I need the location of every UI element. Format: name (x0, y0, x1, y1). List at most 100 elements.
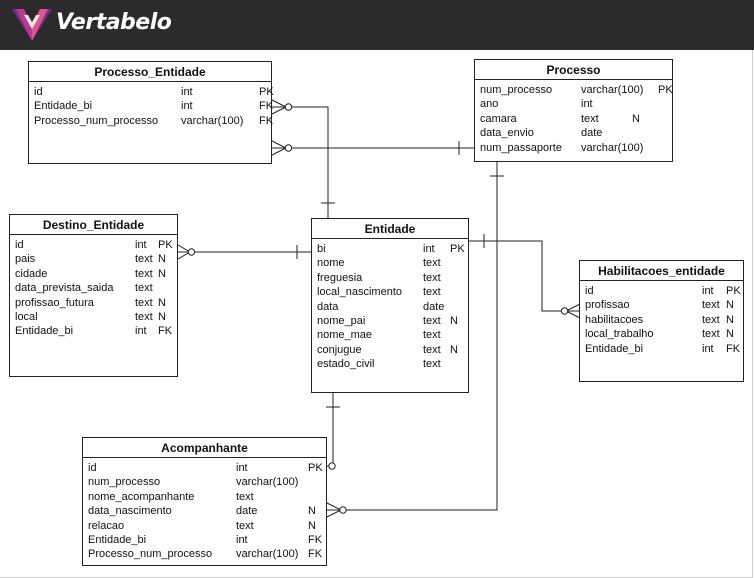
column-key: PK (450, 243, 465, 255)
column-key: FK (308, 548, 323, 561)
column-name: profissao_futura (15, 296, 94, 309)
column-key: FK (726, 342, 741, 355)
column-type: text (702, 299, 720, 312)
link-acompanhante-entidade (327, 393, 334, 467)
link-habilitacoes-entidade (469, 240, 580, 312)
column-name: data_envio (480, 127, 534, 140)
link-processo-entidade-entidade (272, 106, 329, 218)
column-type: date (581, 127, 603, 140)
column-type: varchar(100) (236, 476, 299, 489)
column-name: id (15, 239, 24, 251)
column-nullable: N (726, 328, 734, 341)
column-name: num_processo (88, 476, 161, 489)
column-type: int (236, 533, 248, 546)
column-type: text (135, 310, 153, 323)
column-key: PK (259, 86, 274, 98)
column-name: conjugue (317, 343, 362, 356)
column-name: num_processo (480, 84, 553, 96)
column-key: PK (726, 285, 741, 297)
column-name: local_trabalho (585, 328, 654, 341)
column-key: FK (158, 325, 173, 338)
column-name: id (88, 462, 97, 474)
column-nullable: N (450, 343, 458, 356)
column-type: text (423, 329, 441, 342)
column-type: text (423, 314, 441, 327)
column-name: nome_mae (317, 329, 373, 342)
column-name: Processo_num_processo (88, 548, 213, 561)
table-title: Acompanhante (83, 438, 326, 458)
table-title: Processo (475, 60, 672, 80)
column-type: text (702, 313, 720, 326)
column-nullable: N (450, 314, 458, 327)
column-row[interactable]: local_nascimento text (317, 285, 468, 299)
column-name: local_nascimento (317, 286, 402, 299)
column-type: varchar(100) (581, 141, 644, 154)
column-row[interactable]: nome_mae text (317, 328, 468, 342)
column-type: text (236, 519, 254, 532)
column-name: bi (317, 243, 326, 255)
column-type: int (135, 325, 147, 338)
column-nullable: N (632, 112, 640, 125)
column-key: PK (158, 239, 173, 251)
column-row[interactable]: local_trabalho text N (585, 327, 743, 341)
column-key: PK (308, 462, 323, 474)
column-type: int (702, 285, 714, 297)
column-type: text (702, 328, 720, 341)
column-key: FK (259, 100, 274, 113)
column-nullable: N (158, 267, 166, 280)
column-key: FK (308, 533, 323, 546)
column-name: nome (317, 257, 345, 270)
column-name: camara (480, 112, 517, 125)
column-type: text (423, 286, 441, 299)
column-row[interactable]: num_processo varchar(100) (88, 475, 326, 489)
column-row[interactable]: data_envio date (480, 126, 672, 140)
column-type: date (423, 300, 445, 313)
column-type: text (135, 253, 153, 266)
column-type: date (236, 505, 258, 518)
column-type: int (423, 243, 435, 255)
link-acompanhante-processo (327, 162, 498, 511)
column-row[interactable]: bi int PK (317, 242, 468, 256)
column-type: int (702, 342, 714, 355)
